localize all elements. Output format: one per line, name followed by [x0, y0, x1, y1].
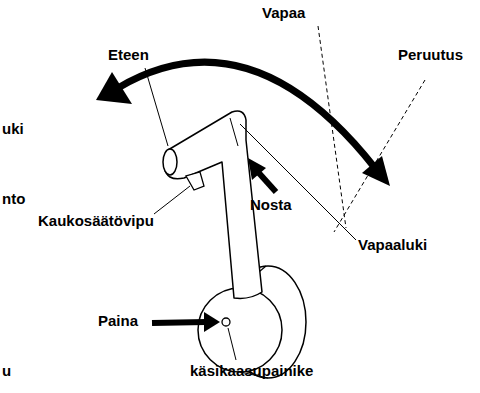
arrow-head — [204, 312, 220, 332]
part-label: Paina — [98, 312, 138, 330]
part-label: käsikaasupainike — [190, 362, 313, 380]
part-label: Peruutus — [398, 46, 463, 64]
grip-knob — [163, 149, 177, 175]
leader-line — [145, 68, 168, 146]
lift-arrow — [258, 172, 276, 192]
part-label: Kaukosäätövipu — [38, 212, 154, 230]
lever-arm — [164, 111, 262, 298]
hub-front — [198, 288, 282, 372]
leader-line — [228, 328, 236, 360]
arrow-head — [248, 158, 266, 180]
leader-line — [240, 124, 356, 240]
reverse-line — [334, 80, 425, 232]
leader-line — [154, 186, 190, 214]
arrow-head — [96, 72, 132, 104]
arrow-head — [362, 156, 390, 186]
press-arrow — [152, 322, 206, 323]
part-label: Eteen — [108, 46, 149, 64]
throttle-button — [222, 318, 230, 326]
part-label: Vapaaluki — [358, 236, 427, 254]
part-label: u — [2, 362, 11, 380]
part-label: nto — [2, 190, 25, 208]
part-label: Nosta — [250, 196, 292, 214]
part-label: Vapaa — [262, 4, 305, 22]
neutral-lock — [230, 118, 238, 146]
part-label: uki — [2, 120, 24, 138]
